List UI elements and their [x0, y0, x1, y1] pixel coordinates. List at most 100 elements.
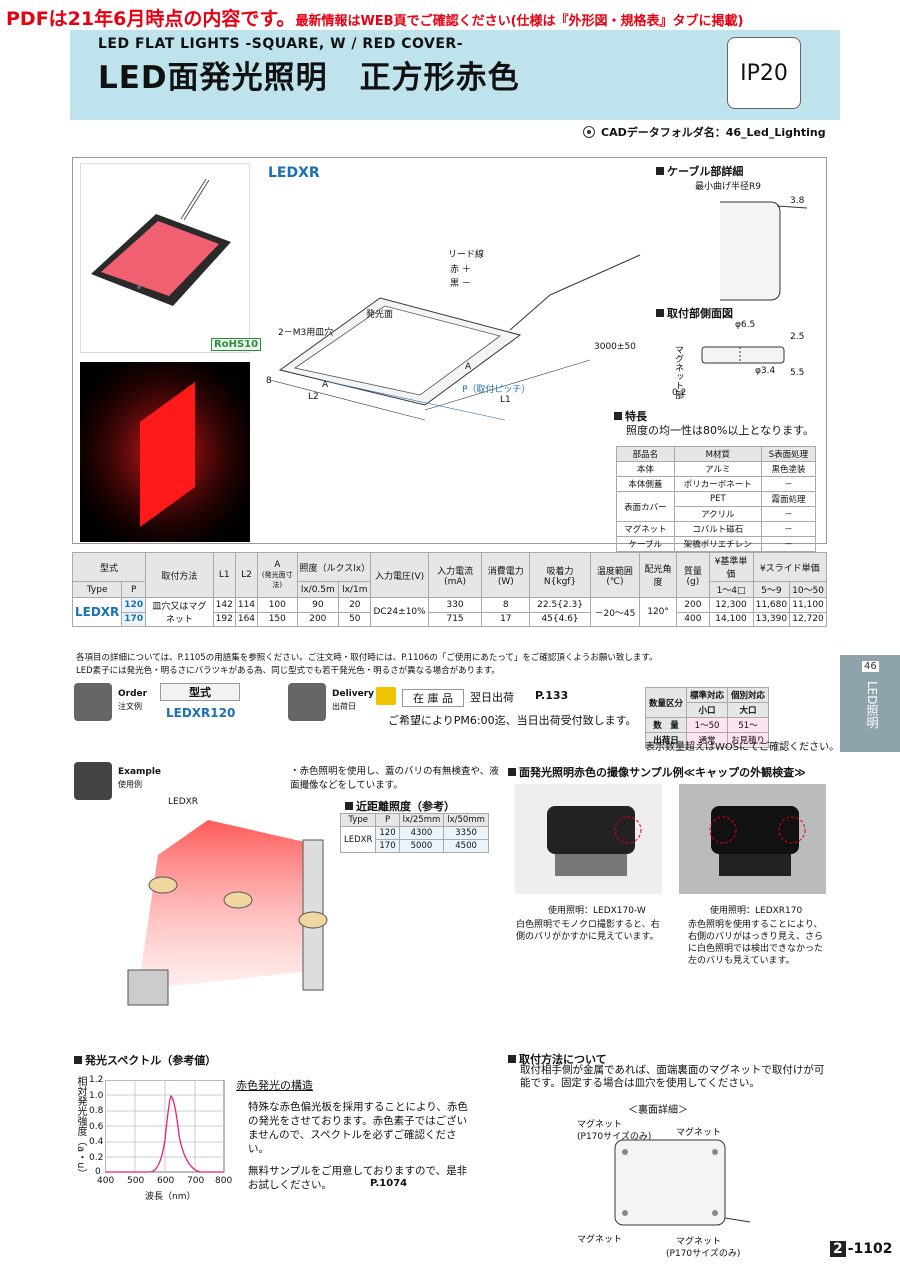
- page-number: 2-1102: [830, 1241, 895, 1257]
- qty-ind: 個別対応: [727, 687, 770, 703]
- table-row: 本体アルミ黒色塗装: [616, 461, 817, 477]
- lead-red-label: 赤 ＋: [450, 265, 471, 275]
- spectrum-title: 発光スペクトル（参考値）: [74, 1052, 216, 1068]
- table-row: ケーブル架橋ポリエチレン－: [616, 536, 817, 552]
- ip-rating-badge: IP20: [727, 37, 801, 109]
- sample-desc-2: 赤色照明を使用することにより、右側のバリがはっきり見え、さらに白色照明では検出で…: [688, 920, 824, 966]
- table-row: LEDXR 120 皿穴又はマグネット 142 114 100 90 20 DC…: [71, 597, 827, 627]
- spec-lux1: 90: [296, 597, 340, 613]
- x-tick: 800: [215, 1176, 233, 1186]
- hole-label: 2－M3用皿穴: [278, 328, 334, 338]
- lead-wire-label: リード線: [448, 250, 485, 260]
- pdf-notice: PDFは21年6月時点の内容です。最新情報はWEB頁でご確認ください(仕様は『外…: [6, 4, 743, 31]
- spec-header-p: P: [121, 581, 147, 598]
- spec-header-slide-2: 10～50: [789, 581, 827, 598]
- material-cell: －: [760, 506, 817, 522]
- dim-l1: L1: [500, 395, 511, 405]
- qty-cell: 51～: [727, 717, 770, 733]
- spec-header-angle: 配光角度: [638, 552, 678, 598]
- spec-header-type: Type: [71, 581, 123, 598]
- materials-header: 部品名: [616, 446, 675, 462]
- near-h-50: lx/50mm: [443, 813, 489, 827]
- dim-a2: A: [465, 362, 472, 372]
- spec-base-price: 14,100: [708, 611, 754, 627]
- magnet-label-2: マグネット: [676, 1128, 722, 1138]
- order-label-en: Order: [118, 689, 148, 699]
- spec-header-slide: ¥スライド単価: [752, 552, 828, 582]
- y-tick: 0: [95, 1167, 101, 1177]
- cable-detail-title: ケーブル部詳細: [656, 163, 743, 179]
- spec-power: 17: [481, 611, 531, 627]
- material-cell: ポリカーボネート: [673, 476, 762, 492]
- spec-header-mount: 取付方法: [145, 552, 214, 598]
- magnet-label-3: マグネット: [577, 1235, 623, 1245]
- dim-a: A: [322, 380, 329, 390]
- bend-radius-label: 最小曲げ半径R9: [695, 182, 761, 192]
- materials-header: M材質: [673, 446, 762, 462]
- material-cell: コバルト磁石: [673, 521, 762, 537]
- product-photo: [80, 163, 250, 353]
- spec-l1: 192: [212, 611, 236, 627]
- delivery-label-jp: 出荷日: [332, 702, 356, 711]
- spec-slide-2: 11,100: [789, 597, 827, 613]
- x-tick: 400: [97, 1176, 115, 1186]
- spec-volt: DC24±10%: [370, 597, 429, 627]
- example-icon: [74, 762, 112, 800]
- spec-l1: 142: [212, 597, 236, 613]
- note-2: LED素子には発光色・明るさにバラツキがある為、同じ型式でも若干発光色・明るさが…: [76, 666, 500, 676]
- example-label-jp: 使用例: [118, 780, 142, 789]
- sample-offer: 無料サンプルをご用意しておりますので、是非お試しください。: [248, 1165, 468, 1191]
- near-25: 4300: [398, 826, 445, 840]
- features-title: 特長: [614, 408, 647, 424]
- delivery-label-en: Delivery: [332, 689, 375, 699]
- ship-cell: お見積り: [727, 732, 770, 748]
- spec-header-lux: 照度（ルクスlx）: [296, 552, 372, 582]
- x-tick: 500: [127, 1176, 145, 1186]
- spec-header-base: ¥基準単価: [708, 552, 754, 582]
- notice-web: 最新情報はWEB頁でご確認ください(仕様は『外形図・規格表』タブに掲載): [295, 14, 744, 29]
- delivery-ref: P.133: [535, 689, 569, 702]
- y-tick: 0.6: [89, 1122, 104, 1132]
- dim-0-2: 0.2: [672, 388, 687, 398]
- material-cell: ケーブル: [616, 536, 675, 552]
- y-tick: 0.4: [89, 1137, 104, 1147]
- near-50: 4500: [443, 839, 489, 853]
- material-cell: －: [760, 476, 817, 492]
- example-ledxr-label: LEDXR: [168, 797, 199, 807]
- spec-slide-2: 12,720: [789, 611, 827, 627]
- dim-d3-4: φ3.4: [755, 366, 776, 376]
- qty-small: 小口: [686, 702, 729, 718]
- spec-current: 330: [427, 597, 483, 613]
- category-tab[interactable]: 46 LED照明: [840, 655, 900, 752]
- magnet-label-1b: (P170サイズのみ): [577, 1132, 652, 1142]
- spec-type: LEDXR: [71, 597, 123, 627]
- next-day-ship: 翌日出荷: [470, 691, 514, 704]
- install-title: 取付方法について: [508, 1051, 607, 1067]
- sample-photo-red-svg: [709, 806, 806, 876]
- page-title: LED面発光照明 正方形赤色: [98, 60, 520, 96]
- spec-p: 170: [121, 611, 147, 627]
- spec-header-volt: 入力電圧(V): [370, 552, 429, 598]
- material-cell: 本体側蓋: [616, 476, 675, 492]
- spec-l2: 164: [234, 611, 259, 627]
- spec-angle: 120°: [638, 597, 678, 627]
- material-cell: －: [760, 521, 817, 537]
- cable-drawing: [720, 201, 808, 301]
- category-number: 46: [862, 661, 879, 672]
- y-tick: 1.2: [89, 1075, 104, 1085]
- rear-drawing: [614, 1139, 751, 1226]
- category-label: LED照明: [865, 681, 879, 729]
- spec-current: 715: [427, 611, 483, 627]
- cad-folder-label: CADデータフォルダ名：46_Led_Lighting: [601, 126, 826, 139]
- x-tick: 700: [187, 1176, 205, 1186]
- material-cell: PET: [673, 491, 762, 507]
- near-type: LEDXR: [339, 826, 377, 853]
- table-row: 本体側蓋ポリカーボネート－: [616, 476, 817, 492]
- spec-header-slide-1: 5～9: [752, 581, 791, 598]
- qty-cell: 1～50: [686, 717, 729, 733]
- spec-mass: 200: [676, 597, 710, 613]
- spec-header-temp: 温度範囲(℃): [589, 552, 640, 598]
- spec-magnet: 45{4.6}: [529, 611, 591, 627]
